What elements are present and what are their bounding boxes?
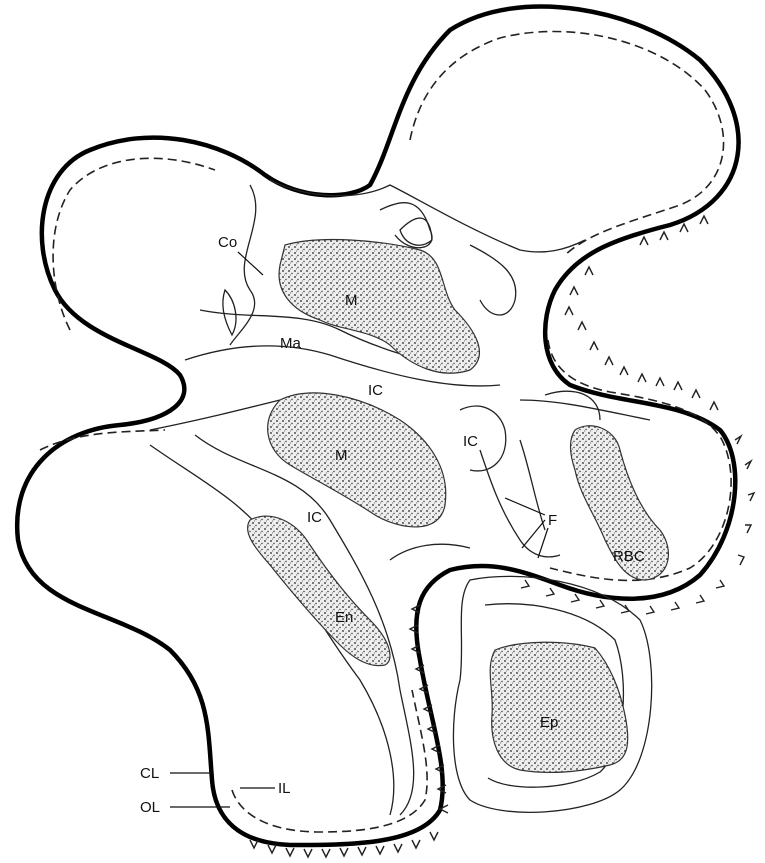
label-ic-lower: IC bbox=[307, 509, 322, 526]
label-ol: OL bbox=[140, 799, 160, 816]
mesangial-strand-4 bbox=[150, 400, 280, 430]
label-ic-mid: IC bbox=[463, 433, 478, 450]
label-co: Co bbox=[218, 234, 237, 251]
mesangial-nucleus-lower bbox=[268, 393, 446, 527]
epithelial-nucleus bbox=[490, 642, 628, 772]
mesangial-strand-12 bbox=[400, 218, 432, 245]
mesangial-nucleus-upper bbox=[279, 240, 479, 374]
leader-f-1 bbox=[505, 498, 545, 515]
inner-contour-right bbox=[520, 400, 650, 420]
label-ep: Ep bbox=[540, 714, 558, 731]
label-f: F bbox=[548, 512, 557, 529]
mesangial-strand-8 bbox=[480, 450, 560, 557]
inner-lamina-dashes-bottom bbox=[232, 690, 427, 832]
label-rbc: RBC bbox=[613, 548, 645, 565]
leader-co bbox=[238, 252, 263, 275]
mesangial-strand-9 bbox=[520, 440, 545, 530]
label-m-upper: M bbox=[345, 292, 358, 309]
inner-lamina-dashes-left bbox=[53, 158, 215, 330]
leader-f-3 bbox=[538, 528, 548, 558]
leader-f-2 bbox=[522, 520, 545, 548]
label-cl: CL bbox=[140, 765, 159, 782]
mesangial-strand-13 bbox=[545, 391, 600, 420]
mesangial-strand-6 bbox=[470, 245, 516, 315]
label-il: IL bbox=[278, 780, 291, 797]
mesangial-strand-11 bbox=[223, 290, 236, 335]
label-ma: Ma bbox=[280, 335, 301, 352]
endothelial-nucleus bbox=[248, 516, 390, 665]
label-en: En bbox=[335, 609, 353, 626]
label-m-lower: M bbox=[335, 447, 348, 464]
mesangial-strand-10 bbox=[390, 544, 470, 560]
label-ic-upper: IC bbox=[368, 382, 383, 399]
